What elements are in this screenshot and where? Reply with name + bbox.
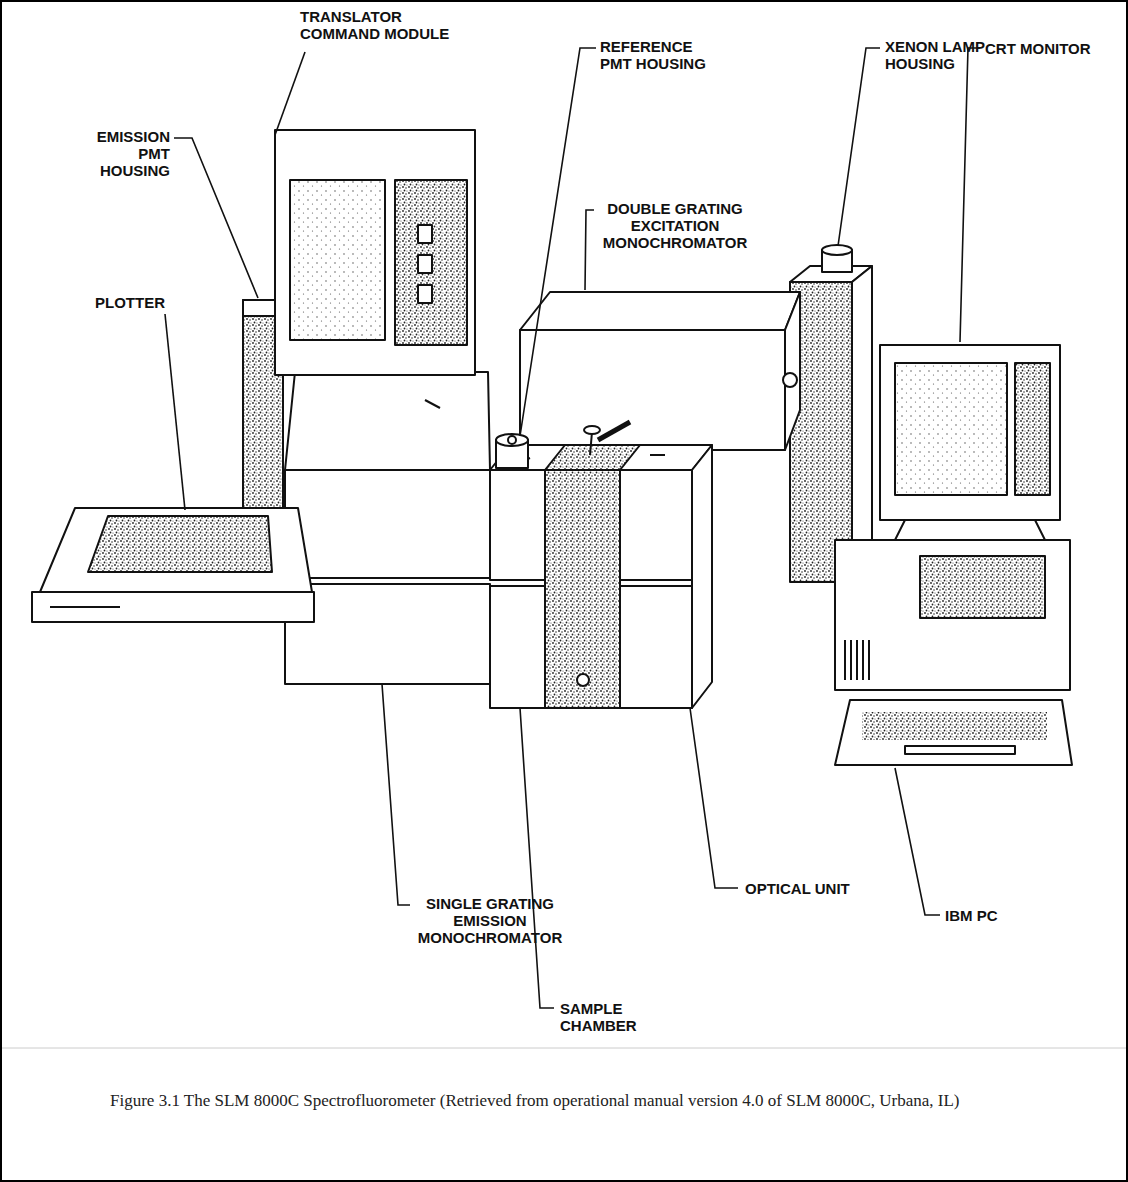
slot bbox=[650, 454, 665, 456]
xenon-lamp-housing bbox=[790, 245, 872, 582]
chamber-port bbox=[577, 674, 589, 686]
leader-line bbox=[895, 768, 940, 915]
image-edge bbox=[2, 1048, 1126, 1049]
monitor-screen bbox=[895, 363, 1007, 495]
plotter-top bbox=[40, 508, 312, 592]
lamp-side bbox=[852, 266, 872, 582]
keys bbox=[862, 712, 1047, 740]
module-body bbox=[275, 130, 475, 375]
module-button bbox=[418, 255, 432, 273]
pc-drive bbox=[920, 556, 1045, 618]
part-label: TRANSLATOR COMMAND MODULE bbox=[300, 8, 460, 42]
mono-top bbox=[520, 292, 800, 330]
monitor-base bbox=[895, 520, 1045, 540]
pc-unit bbox=[835, 540, 1070, 690]
chamber-knob bbox=[584, 426, 600, 434]
part-label: XENON LAMP HOUSING bbox=[885, 38, 995, 72]
spacebar bbox=[905, 746, 1015, 754]
em-mono-top bbox=[285, 372, 490, 470]
vent bbox=[868, 640, 870, 680]
part-label: OPTICAL UNIT bbox=[745, 880, 850, 897]
leader-line bbox=[585, 210, 594, 290]
em-mono-upper bbox=[285, 470, 490, 578]
monitor-body bbox=[880, 345, 1060, 520]
pc-vents bbox=[845, 640, 869, 680]
module-button bbox=[418, 285, 432, 303]
plotter-base bbox=[32, 592, 314, 622]
part-label: SAMPLE CHAMBER bbox=[560, 1000, 652, 1034]
sample-chamber-top bbox=[545, 445, 640, 470]
optical-side bbox=[692, 445, 712, 708]
part-label: IBM PC bbox=[945, 907, 998, 924]
vent bbox=[856, 640, 858, 680]
figure-caption: Figure 3.1 The SLM 8000C Spectrofluorome… bbox=[110, 1090, 1075, 1112]
module-screen bbox=[290, 180, 385, 340]
emission-monochromator bbox=[285, 372, 490, 684]
vent bbox=[850, 640, 852, 680]
leader-line bbox=[382, 684, 410, 905]
plotter-paper bbox=[88, 516, 272, 572]
vent bbox=[862, 640, 864, 680]
part-label: DOUBLE GRATING EXCITATION MONOCHROMATOR bbox=[600, 200, 750, 251]
mono-side bbox=[785, 292, 800, 450]
module-button bbox=[418, 225, 432, 243]
plotter bbox=[32, 508, 314, 622]
mono-front bbox=[520, 330, 785, 450]
leader-line bbox=[960, 48, 980, 342]
plotter-slot bbox=[50, 606, 120, 608]
mono-knob bbox=[783, 373, 797, 387]
reference-pmt-housing bbox=[496, 434, 528, 468]
ref-pmt-cap bbox=[508, 436, 516, 444]
leader-line bbox=[690, 708, 738, 888]
crt-monitor bbox=[880, 345, 1060, 540]
leader-line bbox=[520, 708, 554, 1008]
chamber-lever bbox=[598, 422, 630, 440]
part-label: PLOTTER bbox=[95, 294, 165, 311]
em-mono-lower bbox=[285, 584, 490, 684]
part-label: SINGLE GRATING EMISSION MONOCHROMATOR bbox=[415, 895, 565, 946]
lamp-cap-top bbox=[822, 245, 852, 255]
keyboard bbox=[835, 700, 1072, 765]
sample-chamber bbox=[545, 470, 620, 708]
leader-line bbox=[275, 52, 305, 135]
translator-command-module bbox=[275, 130, 475, 375]
leader-line bbox=[520, 48, 596, 436]
leader-line bbox=[838, 48, 880, 246]
optical-unit bbox=[490, 422, 712, 708]
leader-line bbox=[174, 138, 258, 298]
ref-pmt-top bbox=[496, 434, 528, 446]
part-label: CRT MONITOR bbox=[985, 40, 1091, 57]
monitor-panel bbox=[1015, 363, 1050, 495]
part-label: EMISSION PMT HOUSING bbox=[78, 128, 170, 179]
leader-line bbox=[165, 314, 185, 510]
excitation-monochromator bbox=[520, 292, 800, 450]
mark bbox=[425, 400, 440, 408]
leader-lines bbox=[165, 48, 980, 1008]
vent bbox=[844, 640, 846, 680]
ibm-pc bbox=[835, 540, 1072, 765]
part-label: REFERENCE PMT HOUSING bbox=[600, 38, 715, 72]
module-panel bbox=[395, 180, 467, 345]
chamber-knob-stem bbox=[590, 432, 592, 455]
